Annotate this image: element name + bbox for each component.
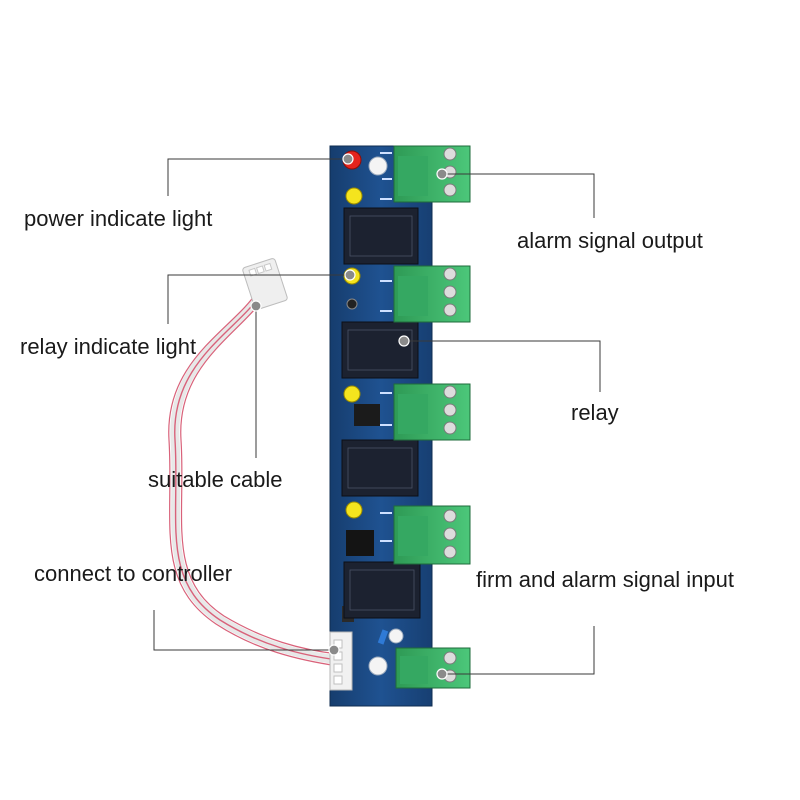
leader-relay — [404, 340, 601, 392]
label-alarm-signal-output: alarm signal output — [517, 228, 703, 253]
label-firm-and-alarm-signal-input: firm and alarm signal input — [476, 567, 735, 592]
leader-lines — [153, 158, 601, 675]
pointer-dot-relay-light — [344, 269, 356, 281]
leader-alarm-output — [442, 173, 595, 218]
ribbon-cable — [168, 287, 343, 667]
board-connector — [329, 631, 353, 691]
label-suitable-cable: suitable cable — [148, 467, 283, 492]
cable-wire-red-3 — [168, 289, 339, 667]
cable-wire-red-1 — [174, 291, 339, 661]
terminal-block-3 — [393, 383, 471, 441]
pointer-dot-power — [342, 153, 354, 165]
relay-1 — [343, 207, 419, 265]
mounting-hole — [388, 628, 404, 644]
terminal-block-2 — [393, 265, 471, 323]
relay-3 — [341, 439, 419, 497]
relay-4 — [343, 561, 421, 619]
mounting-hole — [368, 156, 388, 176]
mounting-hole — [368, 656, 388, 676]
relay-led-1 — [345, 187, 363, 205]
pointer-dot-cable — [250, 300, 262, 312]
label-relay: relay — [571, 400, 619, 425]
leader-relay-light — [167, 274, 350, 324]
pointer-dot-controller — [328, 644, 340, 656]
label-power-indicate-light: power indicate light — [24, 206, 213, 231]
relay-led-3 — [343, 385, 361, 403]
leader-firm-input — [442, 626, 595, 675]
label-connect-to-controller: connect to controller — [34, 561, 233, 586]
relay-led-4 — [345, 501, 363, 519]
pointer-dots — [250, 153, 448, 680]
pointer-dot-firm-input — [436, 668, 448, 680]
pointer-dot-alarm-output — [436, 168, 448, 180]
cable-connector — [242, 258, 288, 310]
terminal-block-5 — [395, 647, 471, 689]
pointer-dot-relay — [398, 335, 410, 347]
cable-wire-red-2 — [180, 293, 339, 655]
pcb-board — [329, 145, 433, 707]
leader-controller — [153, 610, 334, 651]
terminal-block-4 — [393, 505, 471, 565]
relay-2 — [341, 321, 419, 379]
leader-power-light — [167, 158, 348, 196]
label-relay-indicate-light: relay indicate light — [20, 334, 197, 359]
